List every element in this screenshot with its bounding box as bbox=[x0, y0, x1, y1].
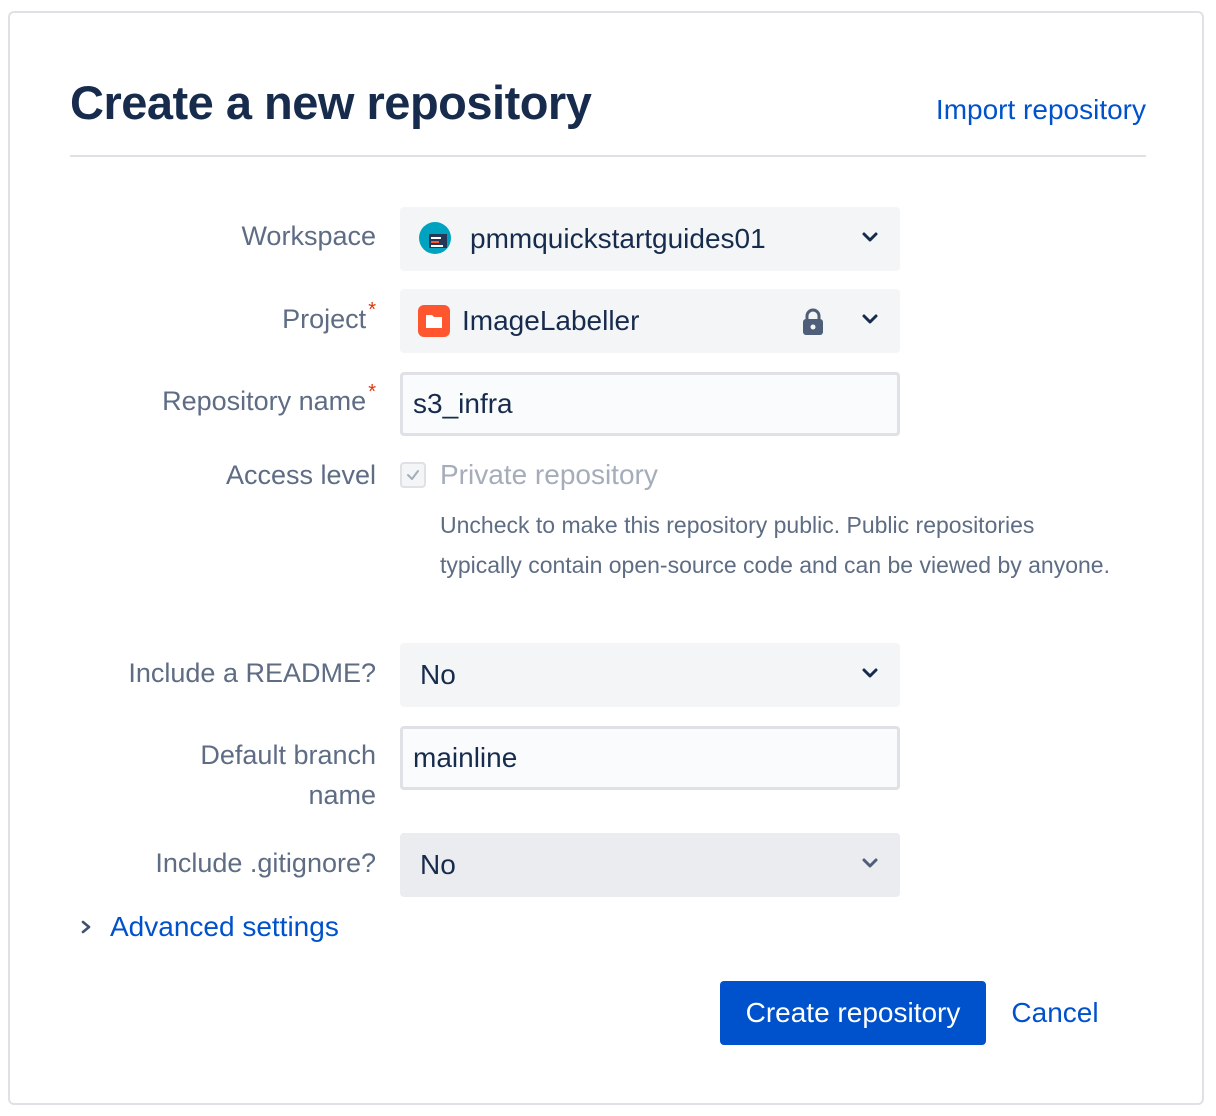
dialog-header: Create a new repository Import repositor… bbox=[70, 13, 1146, 157]
page-title: Create a new repository bbox=[70, 76, 592, 129]
folder-icon bbox=[418, 305, 450, 337]
readme-select[interactable]: No bbox=[400, 643, 900, 707]
access-level-label: Access level bbox=[225, 460, 376, 490]
gitignore-label: Include .gitignore? bbox=[155, 848, 376, 878]
chevron-down-icon bbox=[862, 858, 878, 868]
readme-label: Include a README? bbox=[128, 658, 376, 688]
gitignore-select[interactable]: No bbox=[400, 833, 900, 897]
lock-icon bbox=[803, 308, 823, 335]
required-asterisk: * bbox=[368, 299, 376, 321]
workspace-label: Workspace bbox=[241, 221, 376, 251]
project-select[interactable]: ImageLabeller bbox=[400, 289, 900, 353]
repository-name-input[interactable] bbox=[400, 372, 900, 436]
create-repository-button[interactable]: Create repository bbox=[720, 981, 986, 1045]
workspace-avatar-icon bbox=[419, 222, 451, 254]
private-repository-checkbox[interactable] bbox=[400, 462, 426, 488]
advanced-settings-label: Advanced settings bbox=[110, 911, 339, 942]
workspace-select[interactable]: pmmquickstartguides01 bbox=[400, 207, 900, 271]
chevron-down-icon bbox=[862, 314, 878, 324]
project-label: Project* bbox=[282, 299, 376, 334]
checkmark-icon bbox=[407, 470, 419, 480]
default-branch-label: Default branch name bbox=[200, 740, 376, 810]
cancel-button[interactable]: Cancel bbox=[1000, 981, 1110, 1045]
create-repository-dialog: Create a new repository Import repositor… bbox=[8, 11, 1204, 1105]
required-asterisk: * bbox=[368, 381, 376, 403]
chevron-down-icon bbox=[862, 232, 878, 242]
repository-name-label: Repository name* bbox=[162, 381, 376, 416]
private-repository-label: Private repository bbox=[440, 459, 658, 490]
readme-value: No bbox=[420, 659, 456, 690]
chevron-down-icon bbox=[862, 668, 878, 678]
import-repository-link[interactable]: Import repository bbox=[935, 94, 1146, 125]
chevron-right-icon bbox=[81, 920, 91, 934]
access-level-help-text: Uncheck to make this repository public. … bbox=[440, 512, 1110, 578]
default-branch-input[interactable] bbox=[400, 726, 900, 790]
gitignore-value: No bbox=[420, 849, 456, 880]
workspace-value: pmmquickstartguides01 bbox=[470, 223, 766, 254]
project-value: ImageLabeller bbox=[462, 305, 640, 336]
